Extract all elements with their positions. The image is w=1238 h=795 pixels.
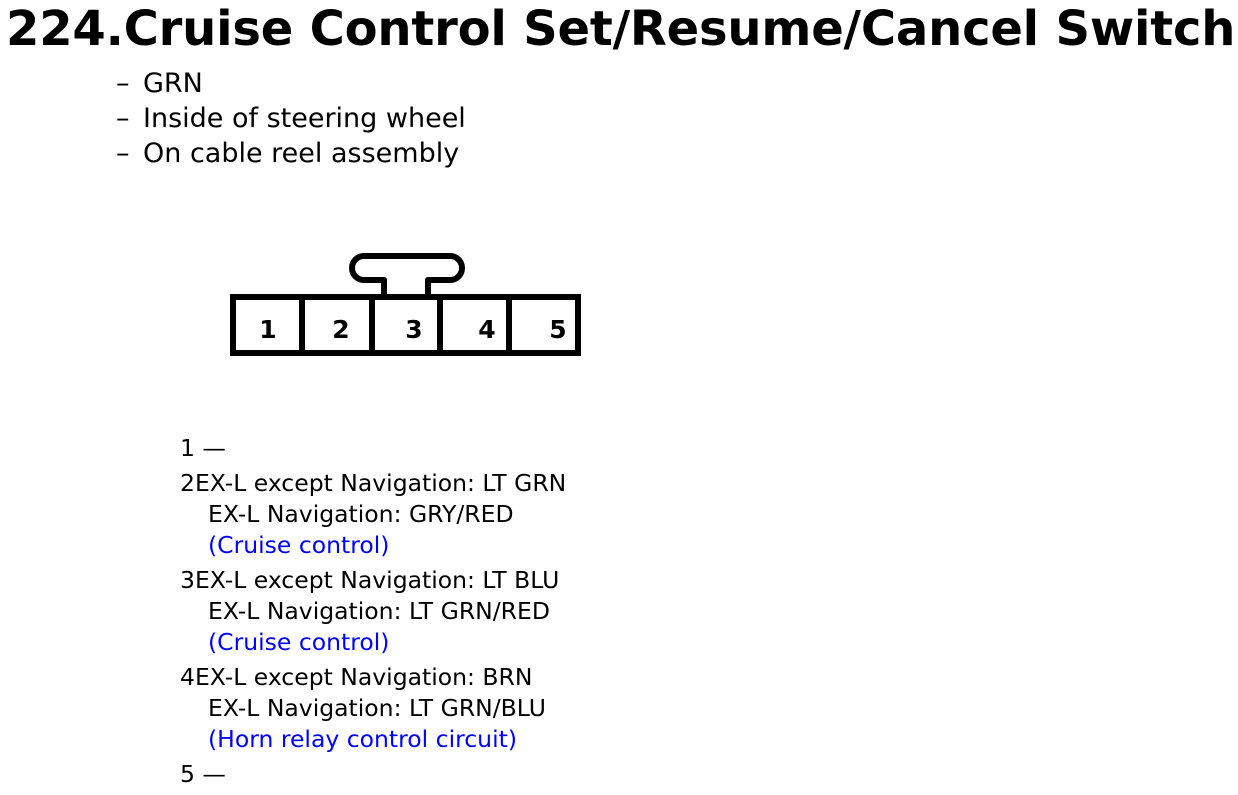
- connector-location-item: –Inside of steering wheel: [116, 101, 466, 136]
- pin-number: 3: [180, 566, 195, 594]
- pin-wire-alt: EX-L Navigation: LT GRN/BLU: [208, 694, 546, 722]
- pin-entry: 4EX-L except Navigation: BRN EX-L Naviga…: [180, 662, 566, 755]
- connector-color-item: –GRN: [116, 66, 466, 101]
- pin-entry: 1 —: [180, 433, 566, 464]
- connector-info-list: –GRN –Inside of steering wheel –On cable…: [116, 66, 466, 171]
- pin-wire: —: [194, 434, 226, 462]
- pin-wire: EX-L except Navigation: BRN: [194, 663, 533, 691]
- pin-number: 2: [180, 469, 195, 497]
- pin-assignment-list: 1 — 2EX-L except Navigation: LT GRN EX-L…: [180, 433, 566, 794]
- connector-lock-tab: [349, 253, 465, 297]
- pin-entry: 3EX-L except Navigation: LT BLU EX-L Nav…: [180, 565, 566, 658]
- list-dash: –: [116, 138, 130, 169]
- pin-row: 5 —: [180, 759, 566, 790]
- connector-mount-item: –On cable reel assembly: [116, 136, 466, 171]
- list-dash: –: [116, 68, 130, 99]
- pin-circuit-note: (Cruise control): [208, 531, 390, 559]
- connector-body: [230, 294, 581, 356]
- pin-wire-alt: EX-L Navigation: LT GRN/RED: [208, 597, 550, 625]
- pin-wire: EX-L except Navigation: LT GRN: [194, 469, 567, 497]
- pin-number: 4: [180, 663, 195, 691]
- list-dash: –: [116, 103, 130, 134]
- pin-wire: —: [194, 760, 226, 788]
- pin-number: 1: [180, 434, 195, 462]
- pin-entry: 2EX-L except Navigation: LT GRN EX-L Nav…: [180, 468, 566, 561]
- terminal-label: 5: [549, 315, 566, 344]
- pin-circuit-note: (Horn relay control circuit): [208, 725, 517, 753]
- connector-mount: On cable reel assembly: [143, 138, 460, 169]
- terminal-label: 4: [478, 315, 495, 344]
- pin-wire: EX-L except Navigation: LT BLU: [194, 566, 560, 594]
- terminal-label: 1: [259, 315, 276, 344]
- connector-location: Inside of steering wheel: [143, 103, 466, 134]
- terminal-label: 3: [405, 315, 422, 344]
- pin-row: 4EX-L except Navigation: BRN: [180, 662, 566, 693]
- pin-row: 1 —: [180, 433, 566, 464]
- pin-circuit-note: (Cruise control): [208, 628, 390, 656]
- pin-row: 3EX-L except Navigation: LT BLU: [180, 565, 566, 596]
- connector-diagram: 1 2 3 4 5: [230, 253, 581, 356]
- pin-entry: 5 —: [180, 759, 566, 790]
- pin-wire-alt: EX-L Navigation: GRY/RED: [208, 500, 514, 528]
- page-title: 224.Cruise Control Set/Resume/Cancel Swi…: [6, 1, 1236, 57]
- pin-number: 5: [180, 760, 195, 788]
- pin-row: 2EX-L except Navigation: LT GRN: [180, 468, 566, 499]
- connector-color: GRN: [143, 68, 203, 99]
- terminal-label: 2: [332, 315, 349, 344]
